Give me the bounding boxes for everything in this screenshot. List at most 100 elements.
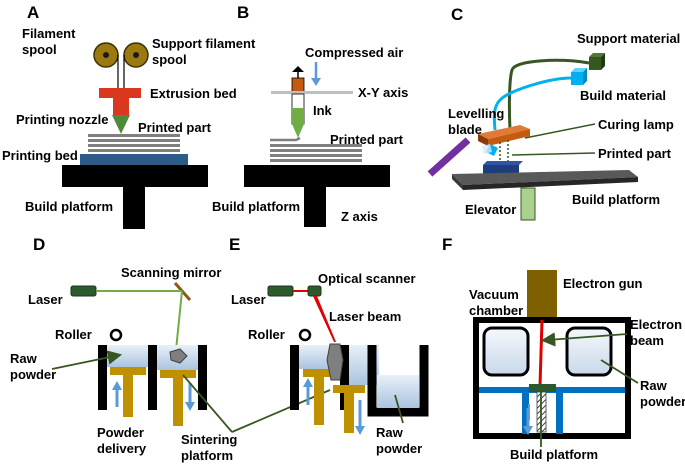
elevator: [520, 187, 536, 221]
xy-axis-label: X-Y axis: [358, 85, 408, 100]
panel-e-letter: E: [229, 235, 240, 254]
build-platform-label-a: Build platform: [25, 199, 113, 214]
build-platform-f: [529, 384, 556, 392]
filament-spool-label-1: Filament: [22, 26, 76, 41]
printing-bed: [80, 154, 188, 165]
laser-beam-d-vertical: [175, 290, 183, 351]
build-platform-label-c: Build platform: [572, 192, 660, 207]
levelling-blade-label-2: blade: [448, 122, 482, 137]
electron-gun: [527, 270, 557, 320]
build-platform-c-top: [452, 170, 638, 185]
build-platform-plate-e: [333, 385, 365, 393]
raw-powder-label-f-2: powder: [640, 394, 685, 409]
panel-a-letter: A: [27, 3, 39, 22]
panel-b-letter: B: [237, 3, 249, 22]
syringe-nozzle: [292, 124, 304, 138]
sintered-part-e: [326, 343, 344, 381]
levelling-blade-label-1: Levelling: [448, 106, 504, 121]
roller-d: [109, 328, 123, 342]
support-spool-label-1: Support filament: [152, 36, 256, 51]
sintering-pointer-d: [182, 374, 233, 433]
optical-scanner-label: Optical scanner: [318, 271, 416, 286]
curing-block-front: [488, 129, 530, 146]
elevator-label: Elevator: [465, 202, 516, 217]
panel-a: A Filament spool Support filament spool …: [2, 3, 256, 229]
support-filament-spool: [123, 42, 149, 68]
sintering-platform-rod-e: [314, 377, 324, 425]
build-platform-b-stem: [304, 187, 326, 227]
panel-f-letter: F: [442, 235, 452, 254]
extrusion-bed: [99, 88, 141, 98]
sintering-up-arrow-e: [303, 378, 313, 405]
electron-beam-pointer: [540, 332, 628, 347]
raw-powder-label-e-1: Raw: [376, 425, 404, 440]
printed-part-label-c: Printed part: [598, 146, 672, 161]
laser-d: [70, 285, 97, 297]
syringe-cap: [291, 77, 305, 93]
support-spool-label-2: spool: [152, 52, 187, 67]
printed-part-a: [88, 134, 180, 152]
vacuum-chamber-label-1: Vacuum: [469, 287, 519, 302]
printing-nozzle: [112, 115, 130, 134]
panel-c-letter: C: [451, 5, 463, 24]
filament-spool: [93, 42, 119, 68]
powder-delivery-label-1: Powder: [97, 425, 144, 440]
sintered-part-d: [169, 348, 188, 364]
filament-spool-label-2: spool: [22, 42, 57, 57]
sintering-down-arrow-d: [185, 383, 195, 411]
raw-powder-pointer-e: [394, 394, 404, 424]
printed-part-b: [270, 136, 362, 162]
laser-label-e: Laser: [231, 292, 266, 307]
build-well-wall-left: [522, 390, 529, 434]
sintering-platform-plate-e: [303, 369, 343, 377]
overflow-chamber-e: [367, 345, 429, 417]
plunger-tip: [292, 66, 304, 72]
printing-nozzle-label: Printing nozzle: [16, 112, 108, 127]
powder-hopper-right: [565, 326, 613, 377]
delivery-up-arrow: [112, 381, 122, 407]
sintering-platform-label-1: Sintering: [181, 432, 237, 447]
roller-e: [298, 328, 312, 342]
laser-label-d: Laser: [28, 292, 63, 307]
wall-e-2: [340, 345, 349, 410]
compressed-air-label: Compressed air: [305, 45, 403, 60]
laser-e: [267, 285, 294, 297]
wall-e-1: [290, 345, 299, 410]
build-platform-label-b: Build platform: [212, 199, 300, 214]
build-material-label: Build material: [580, 88, 666, 103]
build-platform-rod-e: [344, 393, 354, 433]
ink-fill: [292, 108, 304, 124]
roller-label-d: Roller: [55, 327, 92, 342]
raw-powder-label-f-1: Raw: [640, 378, 668, 393]
laser-beam-label-e: Laser beam: [329, 309, 401, 324]
build-down-arrow-e: [355, 400, 365, 435]
curing-block-side: [478, 134, 488, 146]
sintering-platform-plate-d: [160, 370, 196, 378]
electron-beam: [538, 319, 544, 387]
scanning-mirror-label: Scanning mirror: [121, 265, 221, 280]
raw-powder-label-e-2: powder: [376, 441, 422, 456]
build-platform-label-f: Build platform: [510, 447, 598, 462]
panel-e: E Optical scanner Laser Laser beam Rolle…: [229, 235, 429, 456]
build-platform-a: [62, 165, 208, 187]
electron-beam-label-2: beam: [630, 333, 664, 348]
laser-beam-e: [313, 296, 336, 342]
printed-part-label-b: Printed part: [330, 132, 404, 147]
sintering-platform-label-2: platform: [181, 448, 233, 463]
ink-label: Ink: [313, 103, 333, 118]
printed-part-pointer-c: [511, 152, 596, 156]
electron-gun-label: Electron gun: [563, 276, 643, 291]
sintering-pointer-e: [231, 389, 331, 433]
extrusion-head: [113, 98, 129, 115]
compressed-air-arrow: [311, 62, 321, 86]
build-platform-b: [244, 165, 390, 187]
optical-scanner: [307, 285, 322, 297]
panel-b: B Compressed air X-Y axis Ink Printed pa…: [212, 3, 408, 227]
extrusion-bed-label: Extrusion bed: [150, 86, 237, 101]
delivery-piston-plate: [110, 367, 146, 375]
curing-lamp-label: Curing lamp: [598, 117, 674, 132]
levelling-blade: [427, 137, 471, 177]
vacuum-chamber: [473, 317, 631, 439]
electron-beam-label-1: Electron: [630, 317, 682, 332]
